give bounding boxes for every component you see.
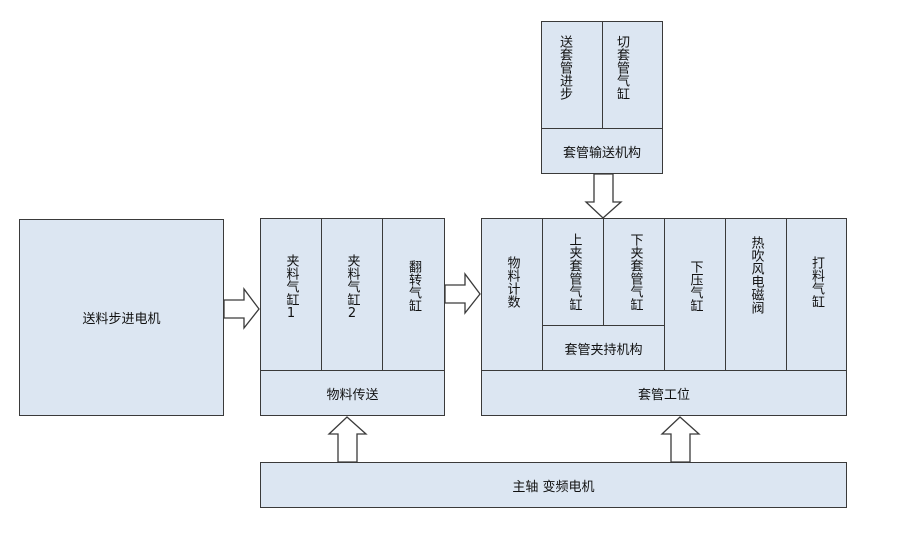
press-down-cylinder-label: 下压气缸: [687, 260, 703, 312]
ejector-cylinder-cell: [786, 218, 847, 371]
sleeve-feed-title: 套管输送机构: [562, 145, 641, 161]
clamp-cylinder-1-label: 夹料气缸1: [283, 254, 299, 321]
spindle-vfd-motor-label: 主轴 变频电机: [512, 479, 595, 495]
lower-clamp-sleeve-cylinder-label: 下夹套管气缸: [627, 233, 643, 311]
spindle-vfd-motor-block: [260, 462, 847, 508]
clamp-cylinder-2-label: 夹料气缸2: [344, 254, 360, 321]
feed-stepper-motor-label: 送料步进电机: [82, 312, 161, 327]
material-count-cell: [481, 218, 543, 371]
arrow-spindle-to-station: [660, 416, 701, 463]
material-count-label: 物料计数: [504, 256, 520, 308]
hot-air-valve-label: 热吹风电磁阀: [748, 236, 764, 314]
hot-air-valve-cell: [725, 218, 787, 371]
arrow-motor-to-transfer: [223, 287, 260, 330]
arrow-transfer-to-station: [444, 272, 481, 315]
flip-cylinder-label: 翻转气缸: [406, 260, 421, 312]
arrow-spindle-to-transfer: [327, 416, 368, 463]
material-transfer-title-cell: [260, 370, 445, 416]
sleeve-feed-title-cell: [541, 128, 663, 174]
lower-clamp-sleeve-cylinder-cell: [603, 218, 665, 326]
sleeve-step-label: 送套管进步: [557, 35, 572, 100]
sleeve-station-title: 套管工位: [637, 387, 690, 403]
sleeve-clamp-title: 套管夹持机构: [564, 342, 643, 358]
arrow-feed-to-station: [584, 173, 623, 219]
press-down-cylinder-cell: [664, 218, 726, 371]
cut-sleeve-cylinder-label: 切套管气缸: [614, 35, 629, 100]
upper-clamp-sleeve-cylinder-label: 上夹套管气缸: [566, 233, 582, 311]
ejector-cylinder-label: 打料气缸: [809, 256, 824, 308]
sleeve-station-title-cell: [481, 370, 847, 416]
material-transfer-title: 物料传送: [326, 387, 379, 403]
feed-stepper-motor-block: [19, 219, 224, 416]
